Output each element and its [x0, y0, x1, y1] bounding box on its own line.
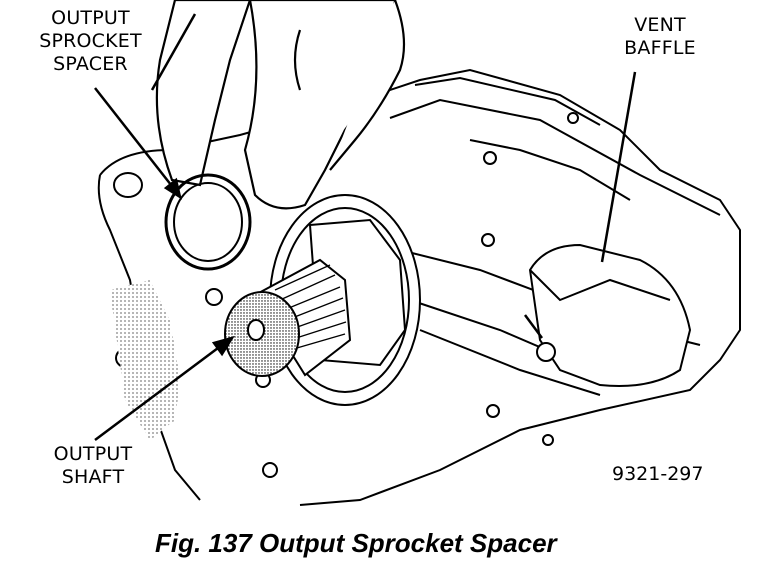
callout-line: SPROCKET [39, 30, 142, 52]
hand-illustration [155, 0, 406, 210]
callout-output-shaft: OUTPUT SHAFT [38, 443, 148, 489]
output-shaft [224, 258, 352, 377]
callout-vent-baffle: VENT BAFFLE [605, 14, 715, 60]
leader-lines [94, 13, 637, 442]
part-number: 9321-297 [612, 463, 704, 485]
callout-line: OUTPUT [53, 443, 133, 465]
callout-output-sprocket-spacer: OUTPUT SPROCKET SPACER [28, 7, 153, 76]
figure-caption: Fig. 137 Output Sprocket Spacer [155, 528, 557, 558]
callout-line: BAFFLE [624, 37, 696, 59]
callout-line: OUTPUT [51, 7, 130, 29]
callout-line: SHAFT [61, 466, 125, 488]
callout-line: VENT [634, 14, 686, 36]
vent-baffle [528, 243, 692, 387]
callout-line: SPACER [53, 53, 128, 75]
sprocket-spacer-ring [164, 173, 252, 271]
housing-shading [110, 280, 180, 440]
